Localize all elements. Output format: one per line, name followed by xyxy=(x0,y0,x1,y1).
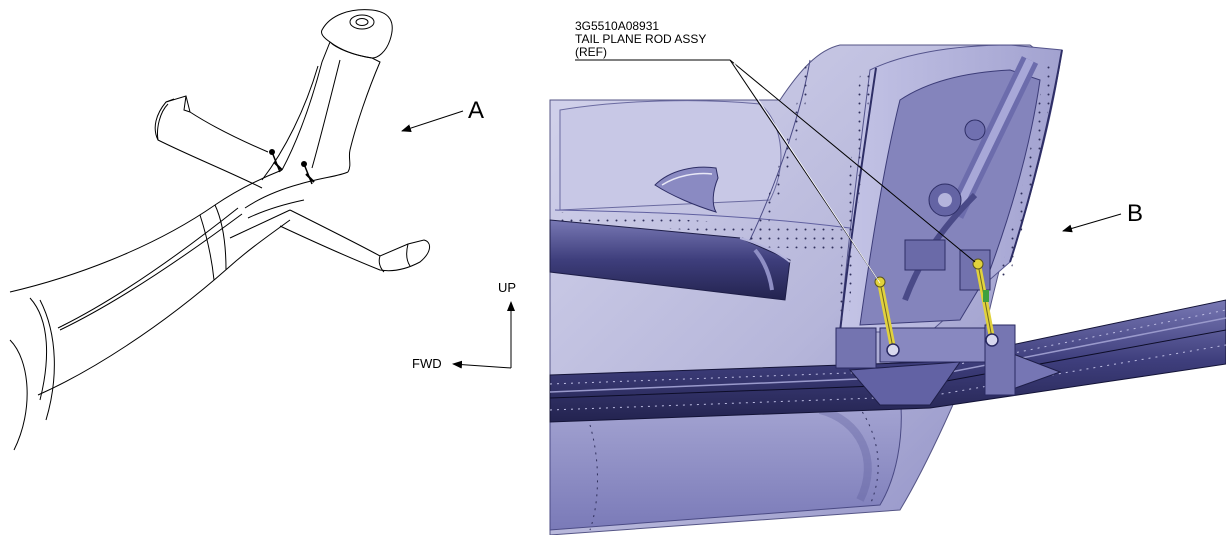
callout-leaders xyxy=(575,59,976,284)
tail-boom-line-drawing xyxy=(9,9,430,451)
view-b-label: B xyxy=(1127,200,1144,227)
boom-outline xyxy=(9,169,283,293)
fwd-label: FWD xyxy=(412,356,442,371)
fin-cap xyxy=(321,9,393,59)
stabilizer-left-upper xyxy=(549,219,791,301)
orientation-axes xyxy=(452,301,515,369)
part-note: (REF) xyxy=(575,45,607,59)
fwd-arrow xyxy=(452,360,512,369)
tail-detail-render xyxy=(549,44,1226,535)
part-name: TAIL PLANE ROD ASSY xyxy=(575,32,707,46)
view-a-label: A xyxy=(468,97,485,124)
part-callout: 3G5510A08931 TAIL PLANE ROD ASSY (REF) xyxy=(575,20,706,59)
view-a-arrow xyxy=(401,110,464,132)
tail-plane-rods xyxy=(874,258,999,357)
vertical-fin-outline xyxy=(281,41,381,173)
stabilizer-right-outline xyxy=(279,209,430,272)
stabilizer-left-outline xyxy=(154,95,269,189)
up-label: UP xyxy=(498,280,517,295)
view-b-arrow xyxy=(1062,213,1122,233)
access-vent xyxy=(654,166,719,213)
rod-markers-left xyxy=(269,149,315,183)
part-number: 3G5510A08931 xyxy=(575,19,660,33)
